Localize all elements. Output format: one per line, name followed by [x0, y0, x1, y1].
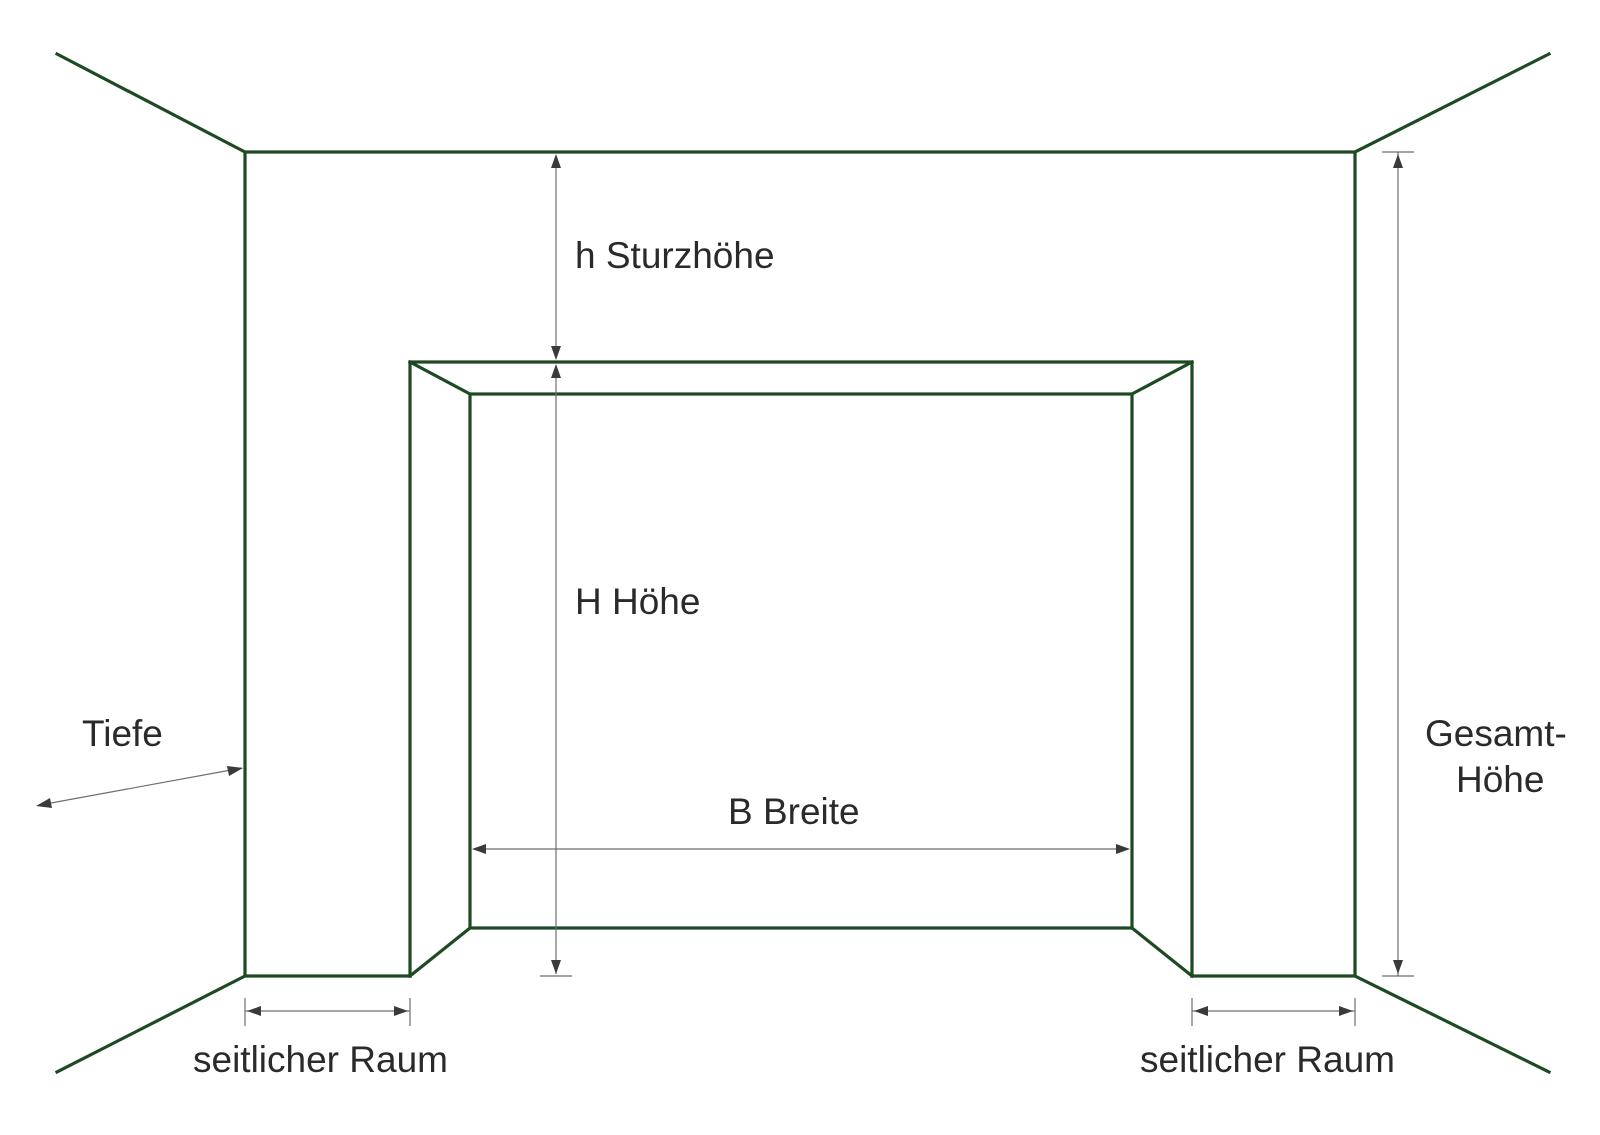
ceiling-edge-left: [54, 51, 248, 155]
depth-dimension: [36, 766, 243, 808]
total-height-label-line1: Gesamt-: [1425, 713, 1567, 754]
back-wall-outline: [243, 150, 1357, 978]
lintel-arrow-down: [551, 346, 561, 360]
reveal-corner-top-right: [1129, 359, 1195, 397]
reveal-corner-bottom-left: [407, 925, 473, 979]
opening-height-dimension: [540, 364, 572, 977]
floor-edge-left: [54, 973, 248, 1075]
side-left-arrow-left: [247, 1006, 261, 1016]
total-height-label-line2: Höhe: [1456, 759, 1544, 800]
total-height-dimension: [1382, 151, 1414, 977]
side-right-arrow-right: [1339, 1006, 1353, 1016]
depth-arrow-right: [227, 766, 243, 776]
width-label: B Breite: [728, 791, 860, 832]
depth-label: Tiefe: [82, 713, 163, 754]
floor-edge-right: [1352, 973, 1552, 1075]
reveal-corner-bottom-right: [1129, 925, 1195, 979]
lintel-height-label: h Sturzhöhe: [575, 235, 775, 276]
side-right-arrow-left: [1194, 1006, 1208, 1016]
opening-inner-frame: [468, 392, 1134, 930]
side-space-left-label: seitlicher Raum: [193, 1039, 448, 1080]
width-arrow-right: [1116, 844, 1130, 854]
side-space-left-dimension: [244, 998, 411, 1026]
side-space-right-dimension: [1191, 998, 1356, 1026]
total-arrow-down: [1393, 960, 1403, 974]
lintel-height-dimension: [551, 154, 561, 360]
opening-height-label: H Höhe: [575, 581, 700, 622]
depth-arrow-left: [36, 798, 52, 808]
reveal-corner-top-left: [407, 359, 473, 397]
opening-outer-frame: [408, 360, 1194, 978]
lintel-arrow-up: [551, 154, 561, 168]
total-arrow-up: [1393, 154, 1403, 168]
height-arrow-up: [551, 364, 561, 378]
height-arrow-down: [551, 960, 561, 974]
width-arrow-left: [472, 844, 486, 854]
ceiling-edge-right: [1352, 51, 1552, 155]
side-left-arrow-right: [394, 1006, 408, 1016]
width-dimension: [472, 844, 1130, 854]
side-space-right-label: seitlicher Raum: [1140, 1039, 1395, 1080]
